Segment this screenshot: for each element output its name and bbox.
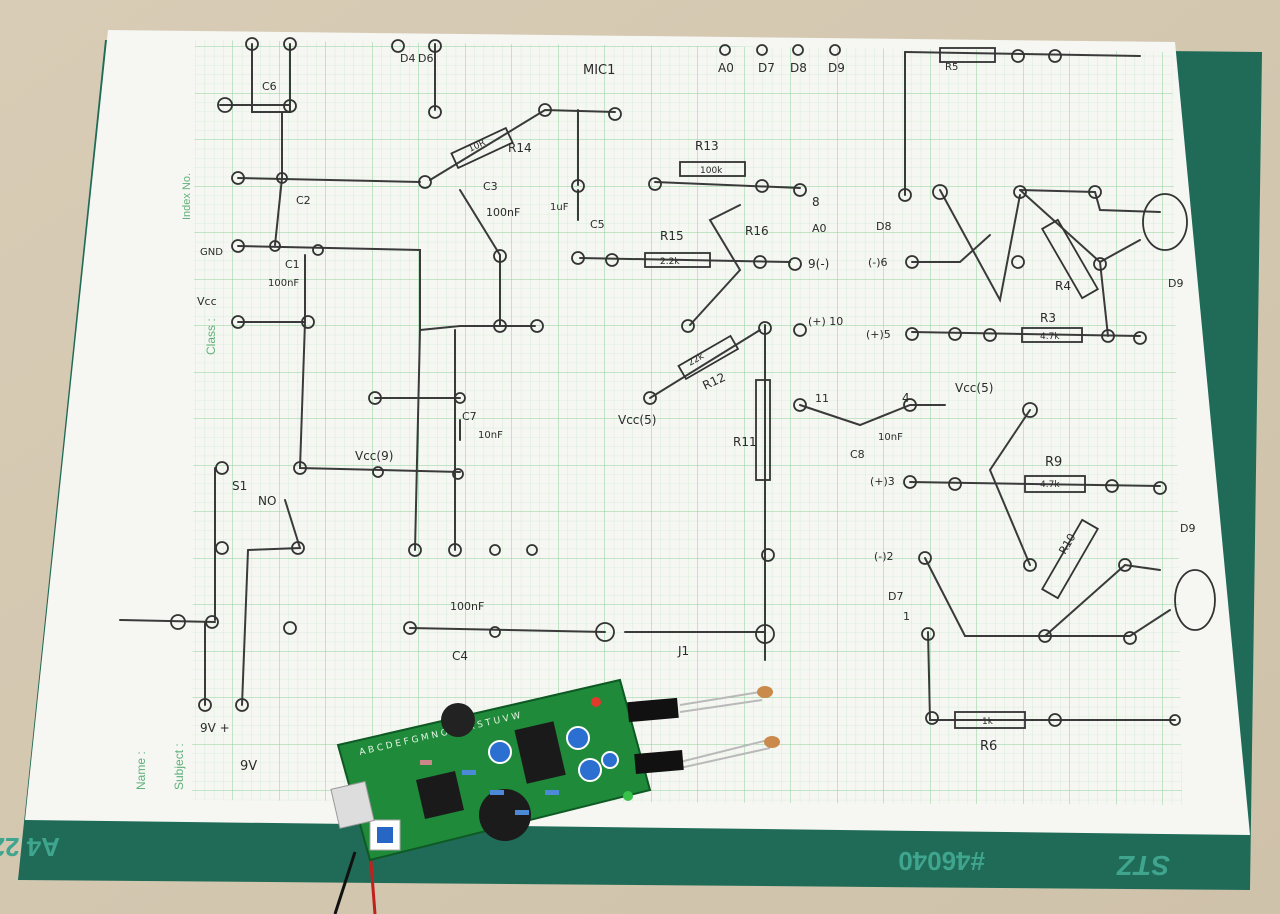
paper-grid	[192, 40, 1182, 805]
label-r5: R5	[945, 62, 958, 73]
label-r6-val: 1k	[982, 717, 994, 727]
ldr-leads-top	[679, 691, 763, 713]
label-r6: R6	[980, 739, 997, 754]
black-wire	[333, 851, 357, 914]
label-pin11: 11	[815, 392, 829, 405]
label-c3: C3	[483, 180, 498, 193]
label-pin5: (+)5	[866, 328, 891, 341]
label-r13-val: 100k	[700, 166, 723, 176]
label-d9-right2: D9	[1180, 522, 1195, 535]
label-vcc: Vcc	[197, 295, 217, 308]
label-a0: A0	[718, 61, 734, 75]
label-gnd: GND	[200, 247, 223, 258]
label-c5: C5	[590, 218, 605, 231]
label-c7-val: 10nF	[478, 430, 503, 441]
label-r16: R16	[745, 224, 769, 238]
schematic-resistors	[450, 47, 1216, 729]
label-c8: C8	[850, 448, 865, 461]
label-c1-val: 100nF	[268, 278, 299, 289]
form-index-label: Index No.	[181, 173, 193, 220]
schematic-labels: MIC1 R14 10R R13 100k R15 2.2k R16 R12 2…	[197, 52, 1195, 774]
label-d7-top: D7	[758, 61, 775, 75]
label-pin8: 8	[812, 195, 820, 209]
label-c6: C6	[262, 80, 277, 93]
label-d8: D8	[790, 61, 807, 75]
label-vcc-right: Vcc(5)	[955, 381, 993, 395]
push-button	[369, 819, 401, 851]
label-r13: R13	[695, 139, 719, 153]
label-pin9: 9(-)	[808, 257, 829, 271]
label-r14: R14	[508, 141, 532, 155]
label-r11: R11	[733, 435, 757, 449]
label-a0-circle: A0	[812, 222, 827, 235]
label-pin2: (-)2	[874, 550, 894, 563]
ldr-leads-bottom	[679, 739, 771, 769]
label-c4: C4	[452, 649, 468, 663]
label-d9-right: D9	[1168, 277, 1183, 290]
label-d9-top: D9	[828, 61, 845, 75]
label-c3-val: 100nF	[486, 206, 520, 219]
label-c4-val: 100nF	[450, 600, 484, 613]
form-class-label: Class :	[204, 318, 218, 355]
buzzer	[479, 789, 531, 841]
label-r9-val: 4.7k	[1040, 480, 1060, 490]
label-c5-val: 1uF	[550, 202, 569, 213]
label-c7: C7	[462, 410, 477, 423]
pcb-board: A B C D E F G M N O P Q R S T U V W	[330, 678, 780, 914]
mat-model-label: #46040	[898, 846, 985, 876]
ldr-top	[757, 686, 773, 698]
label-vcc9: Vcc(9)	[355, 449, 393, 463]
label-r3: R3	[1040, 311, 1056, 325]
label-no: NO	[258, 494, 276, 508]
label-pin10: (+) 10	[808, 315, 843, 328]
label-d4: D4	[400, 52, 415, 65]
label-vcc5: Vcc(5)	[618, 413, 656, 427]
label-pin3: (+)3	[870, 475, 895, 488]
mat-brand-label: STZ	[1116, 850, 1170, 881]
label-d7-right: D7	[888, 590, 903, 603]
ldr-bottom	[764, 736, 780, 748]
label-c1: C1	[285, 258, 300, 271]
microphone	[441, 703, 475, 737]
label-pin4: 4	[902, 391, 910, 405]
label-mic1: MIC1	[583, 63, 615, 78]
label-d8-circle: D8	[876, 220, 891, 233]
form-subject-label: Subject :	[172, 743, 186, 790]
label-r3-val: 4.7k	[1040, 332, 1060, 342]
mat-size-label: A4 22cm x 30cm	[0, 832, 60, 862]
form-name-label: Name :	[134, 751, 148, 790]
label-c8-val: 10nF	[878, 432, 903, 443]
label-d6: D6	[418, 52, 433, 65]
schematic-pads	[170, 37, 1181, 727]
label-r15: R15	[660, 229, 684, 243]
label-pin1: 1	[903, 610, 910, 623]
label-9v-plus: 9V +	[200, 721, 230, 735]
label-c2: C2	[296, 194, 311, 207]
label-9v: 9V	[240, 759, 257, 774]
label-pin6: (-)6	[868, 256, 888, 269]
label-s1: S1	[232, 479, 247, 493]
label-r9: R9	[1045, 455, 1062, 470]
label-j1: J1	[677, 644, 689, 658]
label-r15-val: 2.2k	[660, 257, 680, 267]
label-r4: R4	[1055, 279, 1071, 293]
